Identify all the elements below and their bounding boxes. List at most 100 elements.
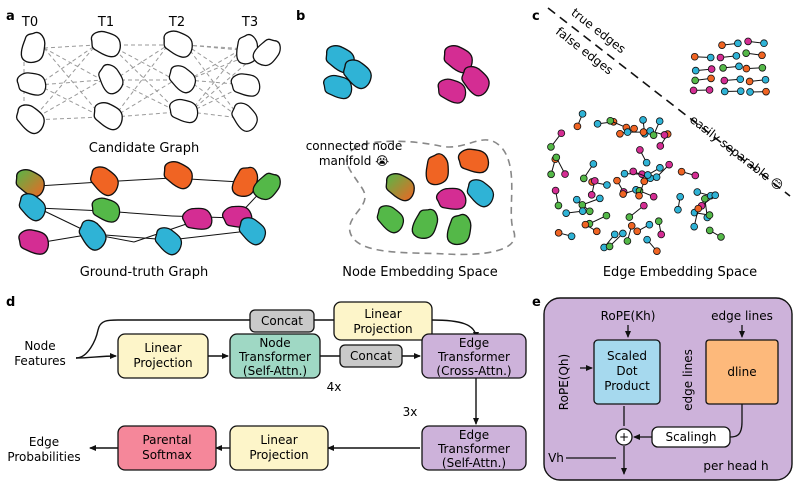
edge-embedding-node	[562, 209, 570, 217]
edge-embedding-node	[762, 87, 770, 96]
parental-softmax-line2: Softmax	[142, 448, 192, 462]
edge-embedding-node	[619, 190, 627, 198]
node-features-line2: Features	[14, 354, 66, 368]
node-embedding	[440, 211, 477, 249]
panel-a: a T0 T1 T2 T3	[6, 9, 283, 280]
edge-transformer-cross-line2: Transformer	[437, 350, 510, 364]
node-embedding	[464, 177, 497, 209]
edge-embedding-node	[691, 171, 700, 180]
edge-embedding-node	[690, 52, 699, 61]
edge-embedding-node	[547, 170, 555, 179]
edge-embedding-node	[660, 131, 669, 139]
rope-k-label: RoPE(Kh)	[601, 309, 656, 323]
edge-embedding-node	[587, 191, 596, 199]
node-embedding-caption: Node Embedding Space	[342, 265, 498, 280]
candidate-graph-caption: Candidate Graph	[89, 141, 199, 156]
edge-embedding-node	[744, 37, 752, 46]
edge-embedding-node	[705, 86, 714, 94]
edge-transformer-self-line1: Edge	[459, 428, 489, 442]
edge-embedding-node	[694, 204, 703, 213]
edge-embedding-node	[677, 167, 686, 176]
repeat-4x-label: 4x	[327, 380, 342, 394]
manifold-blobs	[374, 143, 497, 249]
concat-mid-box	[339, 344, 403, 368]
edge-embedding-node	[653, 247, 661, 255]
panel-e: e RoPE(Kh) edge lines RoPE(Qh) edge line…	[532, 295, 793, 481]
edge-embedding-node	[627, 221, 636, 230]
parental-softmax-box	[117, 425, 217, 471]
edge-embedding-node	[629, 167, 638, 176]
edge-embedding-node	[623, 128, 632, 136]
candidate-node	[93, 102, 123, 131]
edge-embedding-node	[636, 146, 644, 154]
scaled-line2: Dot	[616, 364, 638, 378]
edge-embedding-node	[742, 49, 750, 57]
edge-embedding-node	[557, 129, 566, 138]
edge-transformer-cross-line3: (Cross-Attn.)	[436, 364, 511, 378]
parental-softmax-line1: Parental	[142, 433, 191, 447]
edge-embedding-node	[639, 116, 647, 124]
time-label-t2: T2	[168, 15, 185, 30]
concat-top-label: Concat	[261, 314, 303, 328]
ground-truth-node	[163, 161, 193, 190]
linear-projection-left-line1: Linear	[144, 341, 181, 355]
edge-embedding-node	[665, 160, 673, 169]
ground-truth-node	[15, 169, 45, 198]
edge-embedding-node	[561, 170, 569, 178]
edge-embedding-node	[645, 220, 654, 229]
edge-embedding-node	[616, 129, 624, 138]
edge-embedding-node	[547, 143, 555, 151]
node-transformer-box	[229, 333, 321, 379]
edge-embedding-node	[596, 194, 604, 203]
candidate-node	[14, 67, 50, 102]
edge-embedding-node	[707, 65, 716, 73]
edge-embedding-node	[619, 229, 627, 238]
edge-embedding-node	[591, 177, 599, 185]
edge-embedding-node	[656, 164, 664, 172]
edge-embedding-node	[605, 242, 614, 251]
edge-embedding-node	[623, 237, 632, 245]
edge-transformer-self-line3: (Self-Attn.)	[442, 456, 506, 470]
ground-truth-node	[152, 225, 185, 257]
edge-embedding-node	[640, 201, 648, 210]
edge-embedding-node	[745, 77, 754, 86]
node-embedding	[385, 173, 415, 202]
edge-embedding-node	[630, 124, 638, 133]
linear-projection-left-box	[117, 333, 209, 379]
edge-embedding-node	[551, 186, 560, 195]
candidate-node	[166, 63, 199, 95]
edge-embedding-node	[589, 160, 598, 168]
ground-truth-node	[16, 224, 52, 260]
candidate-node	[14, 29, 51, 67]
linear-projection-top-line1: Linear	[364, 307, 401, 321]
ground-truth-node	[74, 217, 111, 254]
panel-e-letter: e	[532, 295, 541, 310]
edge-embedding-node	[711, 191, 720, 200]
node-features-line1: Node	[24, 339, 55, 353]
add-operator	[615, 428, 633, 446]
linear-projection-bottom-box	[229, 425, 329, 471]
edge-embedding-node	[643, 235, 651, 244]
connected-node-manifold	[345, 139, 516, 256]
scaled-dot-product-box	[593, 339, 661, 405]
edge-transformer-cross-line1: Edge	[459, 336, 489, 350]
panel-c-letter: c	[532, 9, 540, 24]
edge-embedding-node	[567, 232, 576, 241]
node-transformer-line2: Transformer	[238, 350, 311, 364]
edge-embedding-node	[720, 76, 729, 85]
candidate-node	[92, 61, 130, 98]
node-embedding	[433, 180, 471, 218]
candidate-edges	[23, 44, 263, 121]
easily-separable-label: easily separable 😊	[687, 112, 786, 193]
separating-boundary	[547, 7, 791, 197]
edge-embedding-node	[735, 62, 743, 71]
edge-embedding-node	[676, 192, 684, 201]
linear-projection-left-line2: Projection	[133, 356, 192, 370]
linear-projection-top-line2: Projection	[353, 322, 412, 336]
time-label-t0: T0	[21, 15, 38, 30]
scaled-line3: Product	[604, 379, 650, 393]
edge-embedding-node	[554, 201, 563, 210]
edge-embedding-node	[610, 230, 619, 239]
edge-embedding-node	[736, 87, 745, 95]
attention-connectors	[566, 325, 745, 475]
